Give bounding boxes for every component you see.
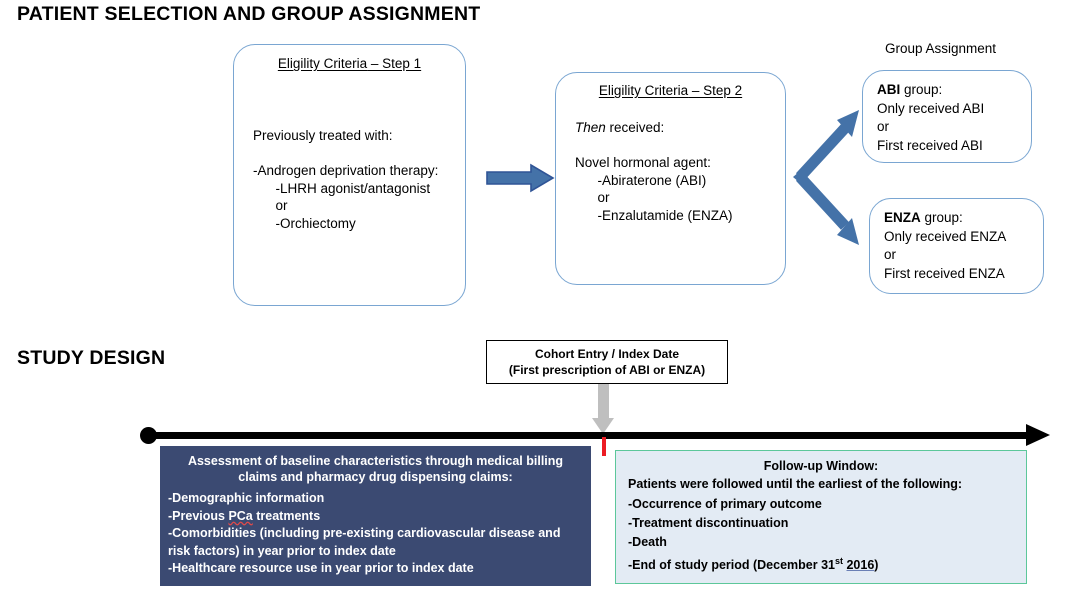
abi-group-box: ABI group: Only received ABI or First re… xyxy=(862,70,1032,163)
baseline-panel-list: -Demographic information -Previous PCa tr… xyxy=(168,490,583,578)
baseline-list-item: -Previous PCa treatments xyxy=(168,508,321,523)
cohort-entry-line2: (First prescription of ABI or ENZA) xyxy=(508,363,706,377)
timeline-axis xyxy=(147,432,1037,439)
cohort-entry-text: Cohort Entry / Index Date (First prescri… xyxy=(487,346,727,378)
eligibility-step2-title-underlined: Eligility Criteria xyxy=(598,83,689,98)
cohort-entry-callout: Cohort Entry / Index Date (First prescri… xyxy=(486,340,728,384)
arrow-step1-to-step2-icon xyxy=(486,163,555,193)
followup-list-item: -Treatment discontinuation xyxy=(628,516,789,530)
index-date-tick-marker xyxy=(602,437,606,456)
branching-arrow-icon xyxy=(793,110,859,245)
enza-group-bold-label: ENZA xyxy=(884,210,921,225)
eligibility-step2-body: Then received: Novel hormonal agent: -Ab… xyxy=(575,120,733,223)
baseline-panel-heading: Assessment of baseline characteristics t… xyxy=(187,454,564,484)
timeline-start-dot-icon xyxy=(140,427,157,444)
ordinal-suffix: st xyxy=(834,556,843,566)
eligibility-step1-box: Eligility Criteria – Step 1 Previously t… xyxy=(233,44,466,306)
followup-panel-list: -Occurrence of primary outcome -Treatment… xyxy=(628,495,1018,575)
followup-list-item: -End of study period (December 31st 2016… xyxy=(628,556,879,573)
followup-window-panel: Follow-up Window: Patients were followed… xyxy=(615,450,1027,584)
eligibility-step1-title-rest: – Step 1 xyxy=(367,56,422,71)
eligibility-step2-box: Eligility Criteria – Step 2 Then receive… xyxy=(555,72,786,285)
followup-panel-heading: Follow-up Window: xyxy=(763,459,879,473)
baseline-list-item: -Demographic information xyxy=(168,491,325,505)
baseline-assessment-panel: Assessment of baseline characteristics t… xyxy=(160,446,591,586)
enza-group-body: ENZA group: Only received ENZA or First … xyxy=(884,210,1007,281)
abi-group-body: ABI group: Only received ABI or First re… xyxy=(877,82,985,153)
cohort-connector-line xyxy=(598,384,609,422)
eligibility-step2-title-rest: – Step 2 xyxy=(688,83,743,98)
followup-list-item: -Occurrence of primary outcome xyxy=(628,497,822,511)
cohort-connector-arrowhead-icon xyxy=(592,418,614,434)
eligibility-step2-title: Eligility Criteria – Step 2 xyxy=(556,83,785,98)
followup-panel-subheading: Patients were followed until the earlies… xyxy=(628,477,963,491)
followup-list-item: -Death xyxy=(628,535,667,549)
abi-group-bold-label: ABI xyxy=(877,82,901,97)
baseline-list-item: -Comorbidities (including pre-existing c… xyxy=(168,526,561,558)
cohort-entry-line1: Cohort Entry / Index Date xyxy=(534,347,680,361)
end-of-study-year: 2016 xyxy=(846,558,875,573)
baseline-list-item: -Healthcare resource use in year prior t… xyxy=(168,561,474,575)
patient-selection-heading: PATIENT SELECTION AND GROUP ASSIGNMENT xyxy=(17,3,481,25)
study-design-heading: STUDY DESIGN xyxy=(17,347,166,369)
eligibility-step1-title-underlined: Eligility Criteria xyxy=(277,56,368,71)
then-emphasis: Then xyxy=(575,120,606,135)
eligibility-step1-title: Eligility Criteria – Step 1 xyxy=(234,56,465,71)
eligibility-step1-body: Previously treated with: -Androgen depri… xyxy=(253,128,439,231)
group-assignment-label: Group Assignment xyxy=(885,41,997,56)
enza-group-box: ENZA group: Only received ENZA or First … xyxy=(869,198,1044,294)
timeline-arrowhead-icon xyxy=(1026,424,1050,446)
